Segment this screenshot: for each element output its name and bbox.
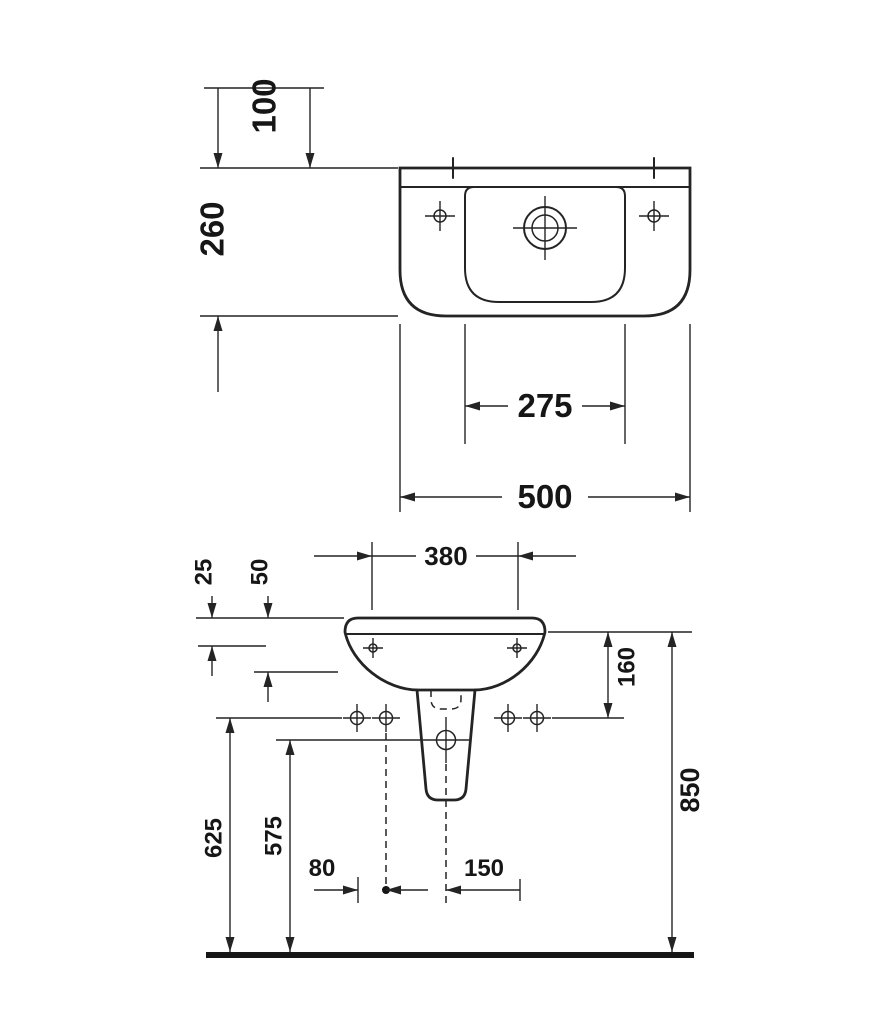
dim-50: 50 bbox=[247, 559, 338, 702]
top-view: 100 260 275 500 bbox=[194, 78, 692, 515]
basin-body-outline bbox=[343, 616, 547, 692]
dim-label-850: 850 bbox=[675, 767, 705, 812]
basin-outer-outline bbox=[398, 166, 692, 318]
tap-hole-marker-right bbox=[639, 201, 669, 231]
dim-label-150: 150 bbox=[464, 855, 504, 882]
supply-connection-markers bbox=[343, 704, 551, 732]
basin-inner-bowl bbox=[464, 186, 626, 303]
centerlines bbox=[382, 733, 447, 906]
fixing-hole-marker-right bbox=[507, 638, 527, 658]
dim-260: 260 bbox=[194, 201, 398, 392]
dim-150: 150 bbox=[446, 855, 521, 901]
dim-label-500: 500 bbox=[517, 478, 572, 515]
dim-850: 850 bbox=[667, 632, 705, 952]
fixing-hole-marker-left bbox=[363, 638, 383, 658]
dim-label-50: 50 bbox=[247, 559, 274, 586]
dim-label-575: 575 bbox=[261, 816, 288, 856]
dim-160: 160 bbox=[548, 631, 692, 719]
dim-label-80: 80 bbox=[309, 855, 336, 882]
dim-label-160: 160 bbox=[614, 647, 641, 687]
dim-label-100: 100 bbox=[246, 78, 283, 133]
dim-label-25: 25 bbox=[191, 559, 218, 586]
basin-plan-outline bbox=[398, 157, 692, 318]
front-view: 380 bbox=[191, 541, 705, 958]
drain-outlet-marker bbox=[423, 717, 469, 763]
dim-label-275: 275 bbox=[517, 387, 572, 424]
dim-380: 380 bbox=[314, 541, 576, 610]
dim-25: 25 bbox=[191, 559, 344, 676]
drain-symbol bbox=[513, 196, 577, 260]
dim-625: 625 bbox=[201, 717, 342, 952]
dim-label-380: 380 bbox=[424, 541, 467, 571]
dim-80: 80 bbox=[309, 855, 428, 903]
dim-label-260: 260 bbox=[194, 201, 231, 256]
siphon-hidden-line bbox=[430, 690, 462, 710]
dim-500: 500 bbox=[399, 324, 691, 515]
dim-label-625: 625 bbox=[201, 818, 228, 858]
dim-575: 575 bbox=[261, 739, 421, 952]
tap-hole-marker-left bbox=[425, 201, 455, 231]
dim-100: 100 bbox=[200, 78, 398, 169]
basin-front-outline bbox=[343, 616, 547, 692]
dim-275: 275 bbox=[464, 324, 626, 444]
